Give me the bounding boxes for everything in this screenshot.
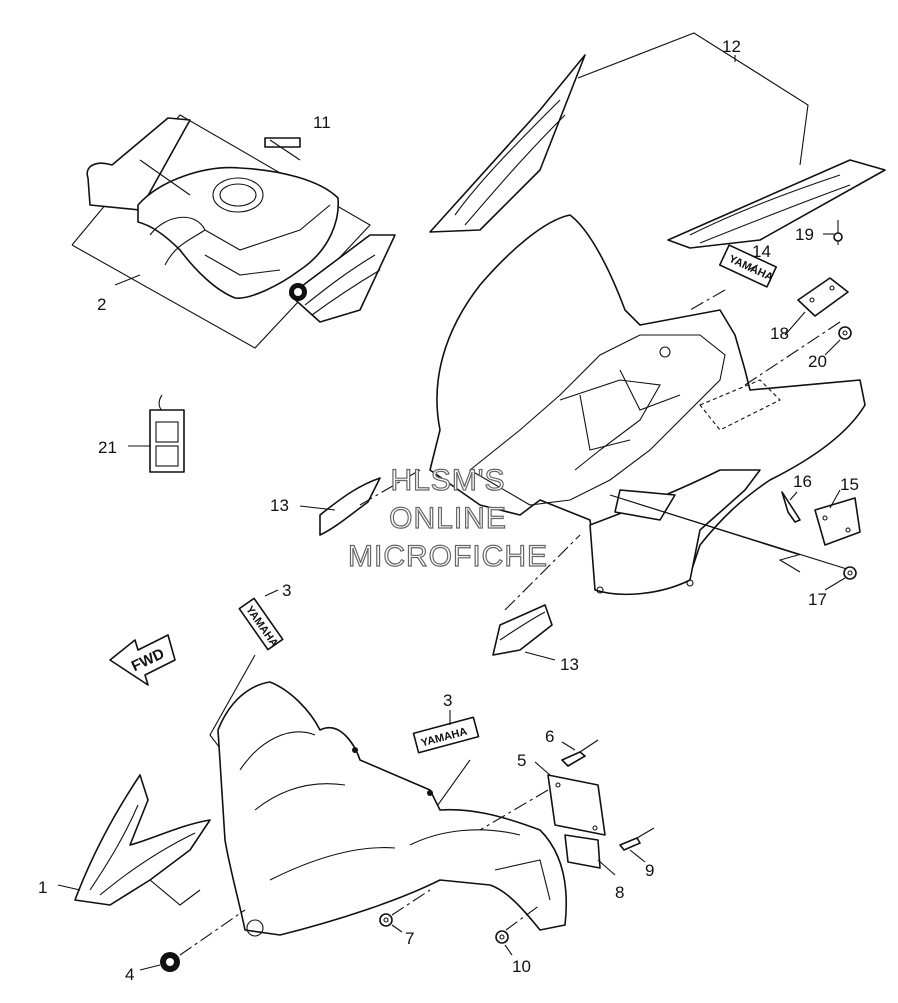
screw-19[interactable] — [823, 220, 843, 245]
plate-8[interactable] — [564, 834, 616, 876]
callout-13-lower[interactable]: 13 — [560, 655, 579, 674]
plate-18[interactable] — [797, 277, 849, 317]
leader-lines — [114, 264, 846, 591]
front-side-decal[interactable] — [57, 774, 211, 906]
callout-18[interactable]: 18 — [770, 324, 789, 343]
callout-9[interactable]: 9 — [645, 861, 654, 880]
callout-3-right[interactable]: 3 — [443, 691, 452, 710]
callout-11[interactable]: 11 — [313, 113, 331, 132]
callout-10[interactable]: 10 — [512, 957, 531, 976]
emblem-4[interactable] — [139, 909, 246, 972]
callout-14[interactable]: 14 — [752, 242, 771, 261]
callout-12[interactable]: 12 — [722, 37, 741, 56]
callout-7[interactable]: 7 — [405, 929, 414, 948]
tail-decal-upper[interactable] — [299, 469, 421, 536]
plate-15[interactable] — [814, 489, 861, 546]
watermark-line3: MICROFICHE — [348, 540, 548, 573]
watermark-line1: HLSM'S — [390, 464, 505, 497]
warning-tag[interactable] — [128, 394, 185, 473]
washer-20[interactable] — [744, 321, 852, 386]
tank-cover-assembly[interactable] — [71, 114, 396, 349]
fwd-arrow: FWD — [109, 634, 176, 686]
rivet-6[interactable] — [561, 739, 599, 767]
callout-17[interactable]: 17 — [808, 590, 827, 609]
callout-3-left[interactable]: 3 — [282, 581, 291, 600]
callout-20[interactable]: 20 — [808, 352, 827, 371]
rivet-9[interactable] — [619, 827, 655, 863]
side-decal-set[interactable] — [429, 32, 886, 249]
watermark: HLSM'S ONLINE MICROFICHE — [347, 463, 548, 573]
callout-2[interactable]: 2 — [97, 295, 106, 314]
callout-1[interactable]: 1 — [38, 878, 47, 897]
washer-10[interactable] — [495, 904, 541, 956]
callout-19[interactable]: 19 — [795, 225, 814, 244]
callout-8[interactable]: 8 — [615, 883, 624, 902]
callout-21[interactable]: 21 — [98, 438, 117, 457]
callout-4[interactable]: 4 — [125, 965, 134, 984]
plate-5[interactable] — [479, 761, 606, 836]
rear-fender-assembly[interactable] — [429, 214, 866, 596]
tail-decal-lower[interactable] — [492, 534, 581, 661]
callout-5[interactable]: 5 — [517, 751, 526, 770]
callout-labels: 1 2 3 3 4 5 6 7 8 9 10 11 12 13 13 14 15… — [38, 37, 859, 984]
screw-16[interactable] — [781, 491, 801, 523]
callout-15[interactable]: 15 — [840, 475, 859, 494]
watermark-line2: ONLINE — [389, 502, 507, 535]
washer-17[interactable] — [778, 554, 857, 580]
washer-7[interactable] — [379, 889, 431, 933]
callout-13-upper[interactable]: 13 — [270, 496, 289, 515]
callout-6[interactable]: 6 — [545, 727, 554, 746]
callout-16[interactable]: 16 — [793, 472, 812, 491]
front-fender-assembly[interactable] — [149, 681, 568, 937]
